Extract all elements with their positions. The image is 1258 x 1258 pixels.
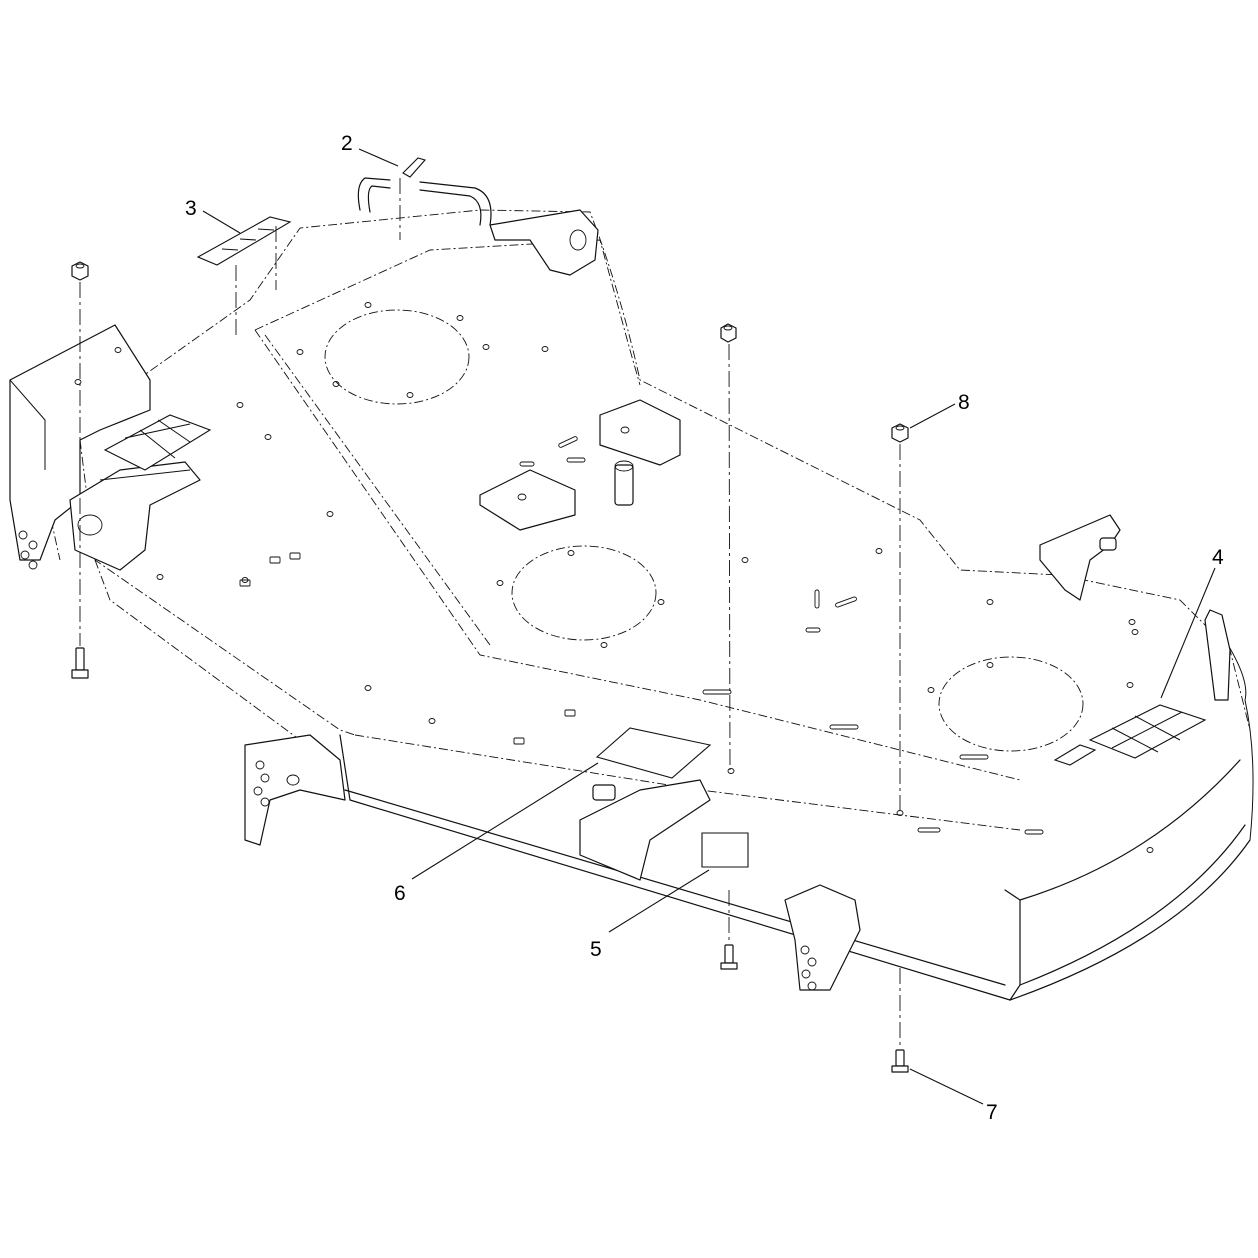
callouts: 2 3 4 5 6 7 8 <box>185 132 1224 1124</box>
blade-opening-right <box>938 656 1084 752</box>
nut-left <box>71 261 89 281</box>
alignment-lines <box>79 178 901 1048</box>
bolt-center <box>720 944 738 970</box>
mounting-holes <box>74 302 1154 853</box>
front-center-hitch <box>579 779 711 881</box>
nut-center <box>720 323 737 343</box>
blade-opening-center <box>511 545 657 641</box>
right-side-bracket <box>1039 514 1231 701</box>
nut-8 <box>891 423 909 443</box>
callout-8: 8 <box>958 391 970 414</box>
decal-4-grid <box>1088 704 1207 759</box>
callout-4: 4 <box>1212 546 1224 569</box>
decal-3-strip <box>196 216 292 266</box>
right-rear-tab <box>489 209 599 276</box>
bolt-7 <box>891 1049 909 1073</box>
decal-6 <box>595 727 712 779</box>
front-left-hitch <box>244 734 346 846</box>
left-hitch-arm <box>69 461 201 571</box>
front-right-hitch <box>784 884 861 991</box>
slots <box>239 436 1044 835</box>
decal-left-grid <box>103 414 212 471</box>
callout-3: 3 <box>185 197 197 220</box>
decal-right-small <box>1053 744 1097 766</box>
left-side-bracket <box>9 324 151 570</box>
callout-5: 5 <box>590 938 602 961</box>
center-spindle-bracket <box>479 399 681 531</box>
bolt-left <box>71 647 89 679</box>
leader-lines <box>202 148 1216 1105</box>
rear-handle <box>357 177 492 226</box>
decal-2 <box>402 157 426 178</box>
callout-6: 6 <box>394 882 406 905</box>
callout-7: 7 <box>986 1101 998 1124</box>
callout-2: 2 <box>341 132 353 155</box>
hardware <box>71 261 909 1073</box>
deck-outline <box>39 209 1251 831</box>
decal-5 <box>701 832 749 868</box>
deck-front-skirt <box>339 639 1254 1001</box>
blade-opening-left <box>324 309 470 405</box>
